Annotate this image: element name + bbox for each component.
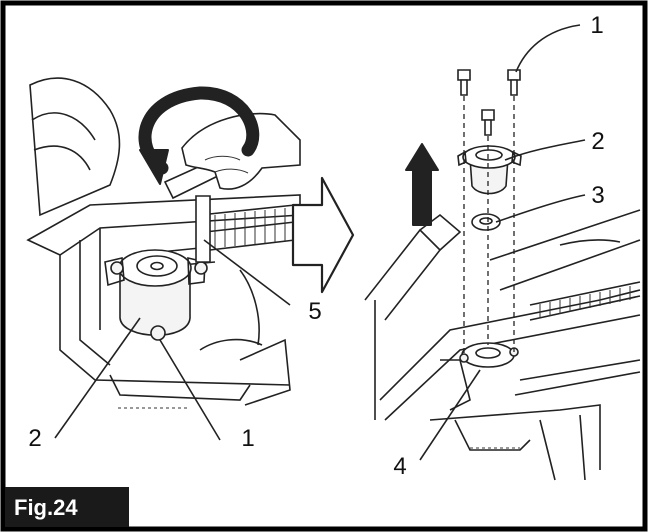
- right-arrow-icon: [291, 176, 355, 294]
- figure-tag-background: [5, 487, 129, 527]
- up-arrow-icon: [405, 143, 439, 226]
- right-illustration: [364, 24, 641, 481]
- figure-tag: Fig.24: [5, 487, 129, 527]
- counterclockwise-arrow-icon: [138, 86, 260, 185]
- callout-right-2: 2: [591, 128, 604, 155]
- callout-right-1: 1: [590, 12, 603, 39]
- figure-label: Fig.24: [14, 495, 78, 520]
- callout-right-3: 3: [591, 182, 604, 209]
- left-illustration: [26, 77, 301, 441]
- callout-left-1: 1: [241, 425, 254, 452]
- callout-left-5: 5: [308, 298, 321, 325]
- callout-left-2: 2: [28, 425, 41, 452]
- callout-right-4: 4: [393, 453, 406, 480]
